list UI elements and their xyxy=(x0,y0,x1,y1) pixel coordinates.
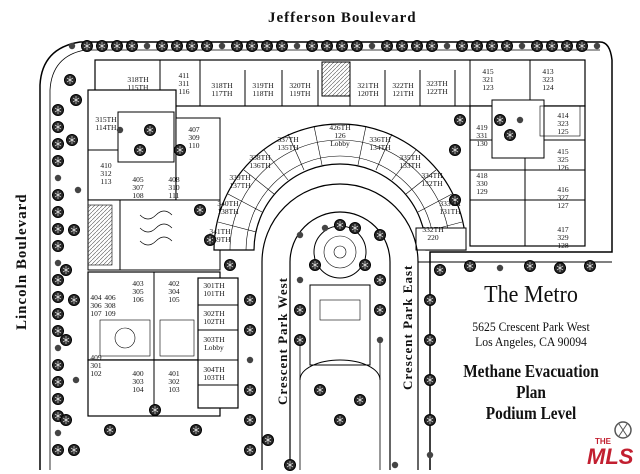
building-east xyxy=(469,99,586,247)
mls-logo-top: THE xyxy=(595,437,612,446)
mls-logo: THE MLS xyxy=(587,421,634,469)
street-crescent-west: Crescent Park West xyxy=(275,277,290,405)
building-north xyxy=(94,59,586,107)
property-title: The Metro xyxy=(484,282,578,308)
mls-logo-main: MLS xyxy=(587,444,634,469)
street-jefferson: Jefferson Boulevard xyxy=(268,10,417,26)
property-info: The Metro 5625 Crescent Park West Los An… xyxy=(446,282,616,424)
street-lincoln: Lincoln Boulevard xyxy=(14,193,30,330)
central-plaza xyxy=(299,225,381,470)
site-boundary xyxy=(39,41,613,470)
address-line-1: 5625 Crescent Park West xyxy=(472,319,590,334)
crescent-building xyxy=(213,123,467,251)
plan-subtitle: Podium Level xyxy=(485,403,577,423)
plan-title: Methane Evacuation Plan xyxy=(463,361,599,402)
crescent-roads xyxy=(261,183,612,470)
courtyards xyxy=(87,105,581,357)
address-line-2: Los Angeles, CA 90094 xyxy=(475,334,587,349)
street-crescent-east: Crescent Park East xyxy=(400,265,415,390)
